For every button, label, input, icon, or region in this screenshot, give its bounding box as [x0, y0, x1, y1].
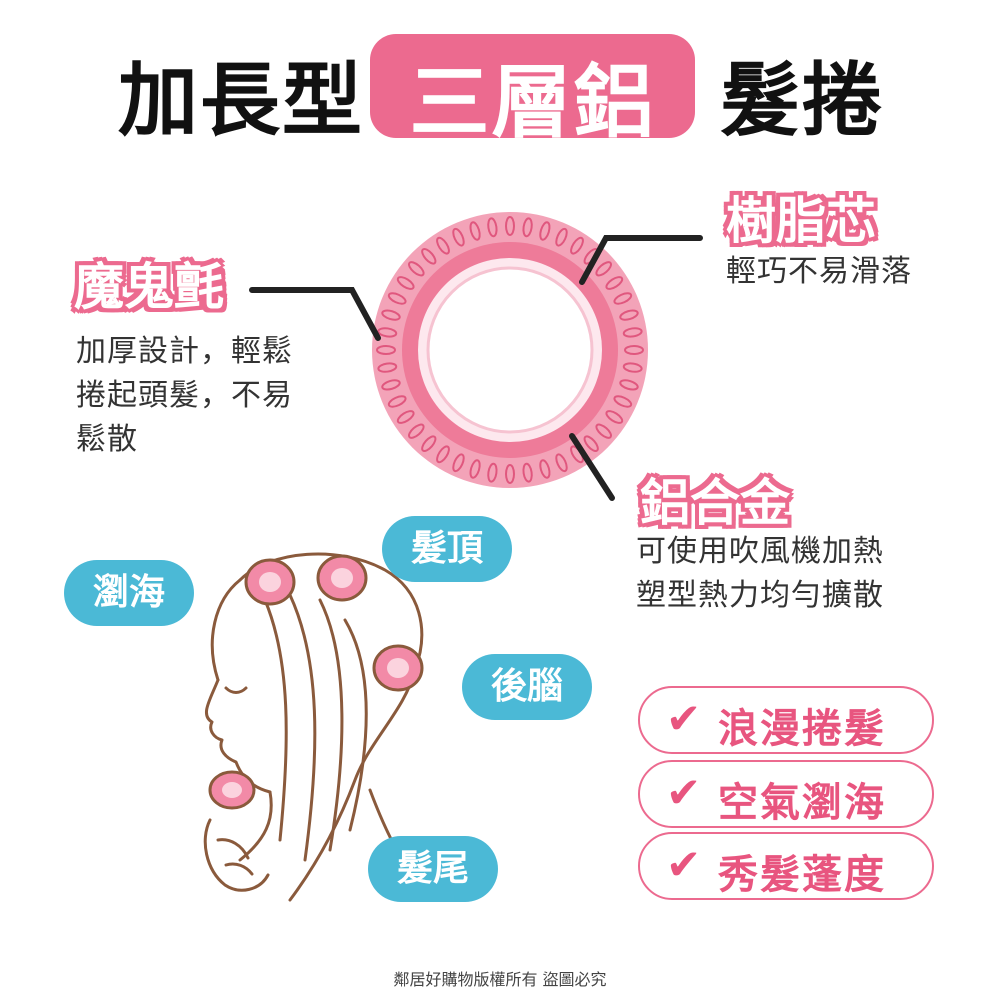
velcro-tooth [408, 261, 425, 277]
velcro-tooth [377, 362, 398, 373]
velcro-tooth [505, 216, 515, 236]
velcro-tooth [522, 462, 533, 483]
title-highlight-pill: 三層鋁片 [370, 34, 695, 265]
feature-velcro-label: 魔鬼氈 [74, 258, 224, 316]
velcro-tooth [396, 410, 415, 424]
feature-velcro-desc-line: 鬆散 [76, 422, 138, 457]
title-left: 加長型 [118, 54, 364, 147]
velcro-tooth [396, 276, 415, 290]
velcro-tooth [613, 292, 633, 305]
velcro-tooth [376, 345, 396, 355]
benefit-text: 空氣瀏海 [718, 780, 886, 826]
bubble-top: 髮頂 [382, 516, 512, 582]
check-icon: ✔ [666, 694, 702, 743]
velcro-tooth [387, 395, 407, 408]
velcro-tooth [539, 221, 551, 241]
velcro-tooth [622, 327, 643, 338]
velcro-tooth [522, 217, 533, 238]
velcro-tooth [452, 453, 465, 473]
velcro-tooth [555, 227, 568, 247]
velcro-tooth [381, 379, 401, 391]
velcro-tooth [487, 217, 498, 238]
velcro-tooth [605, 410, 624, 424]
velcro-tooth [387, 292, 407, 305]
feature-alloy-desc: 可使用吹風機加熱 塑型熱力均勻擴散 [636, 530, 884, 618]
velcro-tooth [381, 309, 401, 321]
roller-hole [426, 266, 594, 434]
feature-alloy-label: 鋁合金 [640, 474, 790, 532]
velcro-tooth [622, 362, 643, 373]
velcro-tooth [505, 464, 515, 484]
velcro-tooth [613, 395, 633, 408]
benefit-item: ✔ 秀髮蓬度 [638, 832, 934, 900]
feature-resin-label: 樹脂芯 [726, 192, 876, 250]
velcro-tooth [469, 459, 481, 479]
feature-velcro-desc-line: 加厚設計，輕鬆 [76, 334, 293, 369]
benefit-item: ✔ 浪漫捲髮 [638, 686, 934, 754]
velcro-tooth [624, 345, 644, 355]
bubble-ends: 髮尾 [368, 836, 498, 902]
velcro-tooth [487, 462, 498, 483]
velcro-tooth [539, 459, 551, 479]
velcro-tooth [436, 236, 450, 255]
check-icon: ✔ [666, 840, 702, 889]
feature-alloy-desc-line: 可使用吹風機加熱 [636, 534, 884, 569]
velcro-tooth [436, 445, 450, 464]
feature-velcro-desc-line: 捲起頭髮，不易 [76, 378, 293, 413]
velcro-tooth [555, 453, 568, 473]
benefit-item: ✔ 空氣瀏海 [638, 760, 934, 828]
velcro-tooth [408, 423, 425, 439]
velcro-tooth [619, 309, 639, 321]
bubble-back: 後腦 [462, 654, 592, 720]
bubble-bangs: 瀏海 [64, 560, 194, 626]
benefit-text: 秀髮蓬度 [718, 852, 886, 898]
feature-resin-desc-line: 輕巧不易滑落 [726, 254, 912, 289]
feature-velcro-desc: 加厚設計，輕鬆 捲起頭髮，不易 鬆散 [76, 330, 293, 462]
hair-rollers [208, 554, 424, 810]
velcro-tooth [421, 435, 437, 452]
velcro-tooth [452, 227, 465, 247]
title-right: 髮捲 [720, 54, 884, 147]
velcro-tooth [421, 248, 437, 265]
woman-with-rollers-illustration [203, 552, 424, 902]
page-title: 加長型 三層鋁片 髮捲 [0, 28, 1000, 265]
feature-alloy-desc-line: 塑型熱力均勻擴散 [636, 578, 884, 613]
velcro-tooth [469, 221, 481, 241]
feature-resin-desc: 輕巧不易滑落 [726, 250, 912, 294]
velcro-tooth [619, 379, 639, 391]
roller-cross-section [372, 212, 648, 488]
benefit-text: 浪漫捲髮 [718, 706, 886, 752]
copyright-footer: 鄰居好購物版權所有 盜圖必究 [393, 970, 607, 989]
check-icon: ✔ [666, 768, 702, 817]
